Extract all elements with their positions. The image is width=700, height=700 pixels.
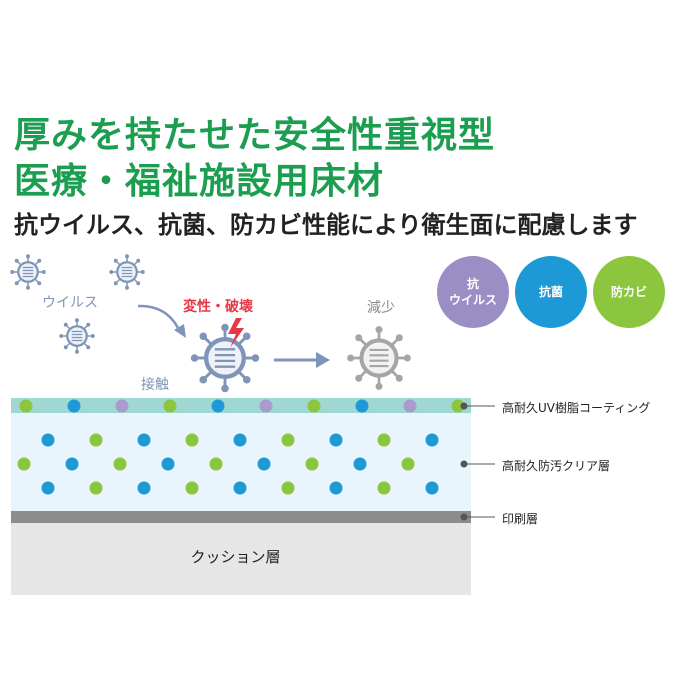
subtitle: 抗ウイルス、抗菌、防カビ性能により衛生面に配慮します [14,211,638,239]
clear-dot [401,457,415,471]
clear-dot [305,457,319,471]
clear-dot [209,457,223,471]
clear-dot [185,433,199,447]
clear-dot [329,433,343,447]
clear-dot [137,433,151,447]
clear-dot [425,433,439,447]
badge-antibacterial-label: 抗菌 [538,284,563,299]
coating-dot [355,399,369,413]
coating-dot [19,399,33,413]
coating-dot [307,399,321,413]
clear-dot [377,481,391,495]
clear-dot [425,481,439,495]
coating-dot [259,399,273,413]
badge-antimold-label: 防カビ [610,284,647,299]
virus-contact-icon [191,324,259,392]
print-layer-label: 印刷層 [502,512,539,526]
coating-dot [211,399,225,413]
destroy-label: 変性・破壊 [183,299,253,315]
cushion-layer-label: クッション層 [190,548,281,566]
contact-label: 接触 [141,377,169,393]
badge-antibacterial: 抗菌 [515,256,587,328]
virus-label: ウイルス [42,295,98,311]
page-title-line2: 医療・福祉施設用床材 [14,161,385,202]
clear-dot [281,433,295,447]
coating-dot [115,399,129,413]
clear-dot [233,481,247,495]
page-title: 厚みを持たせた安全性重視型 [14,115,496,156]
clear-dot [185,481,199,495]
clear-layer-label: 高耐久防汚クリア層 [502,459,611,473]
coating-layer-label: 高耐久UV樹脂コーティング [502,401,651,415]
virus-icon [58,317,96,355]
clear-dot [17,457,31,471]
virus-reduced-icon [347,326,411,390]
clear-dot [377,433,391,447]
badge-antivirus-line2: ウイルス [448,293,497,307]
coating-dot [163,399,177,413]
clear-dot [257,457,271,471]
coating-dot [403,399,417,413]
clear-dot [41,481,55,495]
clear-dots [17,433,439,495]
clear-layer [11,413,471,511]
badge-antimold: 防カビ [593,256,665,328]
coating-dot [451,399,465,413]
clear-dot [281,481,295,495]
coating-dots [19,399,465,413]
coating-dot [67,399,81,413]
virus-icon [9,253,47,291]
clear-dot [89,433,103,447]
clear-dot [233,433,247,447]
badge-antivirus: 抗 ウイルス [437,256,509,328]
clear-dot [65,457,79,471]
badge-antivirus-line1: 抗 [466,276,479,291]
clear-dot [161,457,175,471]
clear-dot [41,433,55,447]
clear-dot [113,457,127,471]
print-layer [11,511,471,523]
virus-icon [108,253,146,291]
clear-dot [353,457,367,471]
clear-dot [89,481,103,495]
reduce-label: 減少 [367,300,395,316]
clear-dot [137,481,151,495]
curved-arrow-icon [137,304,182,333]
lightning-icon [228,318,244,348]
clear-dot [329,481,343,495]
cushion-layer [11,523,471,595]
